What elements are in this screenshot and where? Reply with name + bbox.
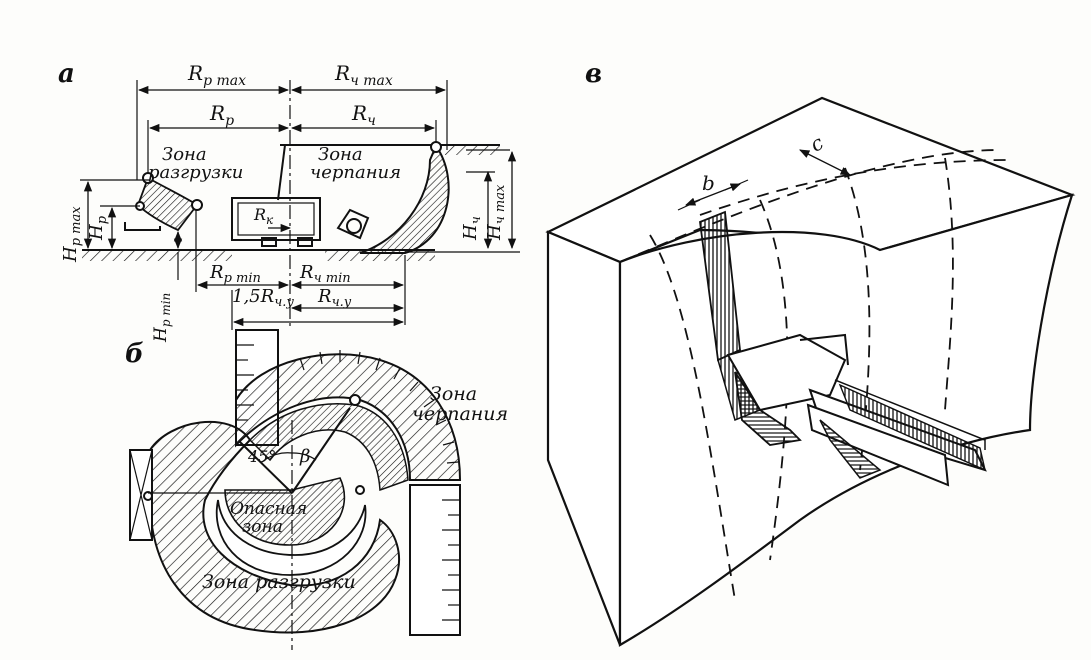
- ray-45: [239, 441, 293, 494]
- panel-a: а Rр max Rч max Rр Rч: [58, 59, 520, 343]
- label-beta: β: [299, 446, 310, 467]
- panel-v: в b c: [545, 59, 1076, 647]
- ground-hatch: [82, 251, 232, 261]
- excavator-cab: [237, 202, 315, 236]
- ray-beta: [291, 407, 351, 494]
- label-zone-unload-2: разгрузки: [148, 162, 243, 183]
- label-angle-45: 45°: [247, 447, 276, 466]
- danger-zone: [224, 477, 346, 546]
- panel-b: б: [125, 329, 508, 650]
- panel-a-letter: а: [58, 59, 75, 89]
- truck-bed: [124, 222, 161, 231]
- arc-45: [261, 452, 293, 463]
- label-danger-1: Опасная: [230, 499, 307, 519]
- ground-hatch-right: [325, 251, 435, 261]
- label-h-ch: Hч: [460, 216, 484, 241]
- digging-zone-a: [359, 143, 450, 254]
- pivot-b: [349, 394, 361, 406]
- pivot-machine: [143, 491, 153, 501]
- bucket-body: [734, 371, 802, 446]
- excavator-track-2: [297, 237, 313, 247]
- pivot-b-low: [355, 485, 365, 495]
- inner-dig-sector: [248, 403, 409, 492]
- excavator-boom: [277, 144, 286, 201]
- panel-v-letter: в: [585, 59, 602, 89]
- label-zone-dig-1: Зона: [318, 144, 363, 165]
- label-h-p-min: Hр min: [151, 293, 173, 343]
- label-b: b: [702, 171, 715, 195]
- label-r-ch-min: Rч min: [299, 262, 351, 286]
- arc-ticks: [299, 350, 459, 464]
- label-r-p: Rр: [209, 101, 234, 129]
- unloading-zone-b: [149, 420, 400, 634]
- label-r-ch-max: Rч max: [334, 61, 393, 89]
- dim-b: [685, 183, 741, 206]
- label-zone-dig-b-1: Зона: [430, 383, 477, 405]
- pivot-right: [430, 141, 442, 153]
- excavator-body: [231, 197, 321, 241]
- label-h-p-max: Hр max: [60, 206, 84, 263]
- label-r-ch: Rч: [351, 101, 376, 129]
- dim-c: [799, 149, 851, 176]
- bucket-rim: [799, 333, 849, 366]
- label-zone-unload-1: Зона: [162, 144, 207, 165]
- label-zone-dig-b-2: черпания: [412, 403, 508, 425]
- machine-cross-2: [129, 449, 153, 541]
- excavator-bucket: [336, 208, 370, 240]
- bucket-tooth: [819, 419, 882, 479]
- label-r-p-min: Rр min: [209, 262, 261, 286]
- excavator-track-1: [261, 237, 277, 247]
- bucket-ring: [346, 218, 362, 234]
- block-left-face: [546, 230, 622, 646]
- boom-hatch: [838, 383, 986, 472]
- label-zone-dig-2: черпания: [310, 162, 401, 183]
- dash-top-curve: [619, 149, 1001, 263]
- digging-zone-b: [235, 353, 462, 481]
- dash-line-4: [944, 157, 954, 411]
- label-r-k: Rк: [253, 205, 274, 227]
- label-zone-unload-b: Зона разгрузки: [202, 571, 356, 593]
- label-h-p: Hр: [86, 215, 110, 241]
- label-r-ch-u: Rч.у: [317, 286, 352, 310]
- pivot-left-mid: [191, 199, 203, 211]
- ruler-ticks-right: [442, 499, 460, 621]
- boom-top-edge: [834, 379, 986, 450]
- label-1-5r: 1,5Rч.у: [232, 286, 294, 310]
- arc-beta: [291, 452, 317, 461]
- label-r-p-max: Rр max: [187, 61, 246, 89]
- boom-lower: [806, 403, 950, 487]
- label-danger-2: зона: [242, 517, 283, 537]
- panel-b-letter: б: [125, 339, 144, 369]
- label-h-ch-max: Hч max: [484, 184, 508, 241]
- unloading-zone-a: [136, 176, 199, 232]
- unloading-gap: [215, 499, 367, 576]
